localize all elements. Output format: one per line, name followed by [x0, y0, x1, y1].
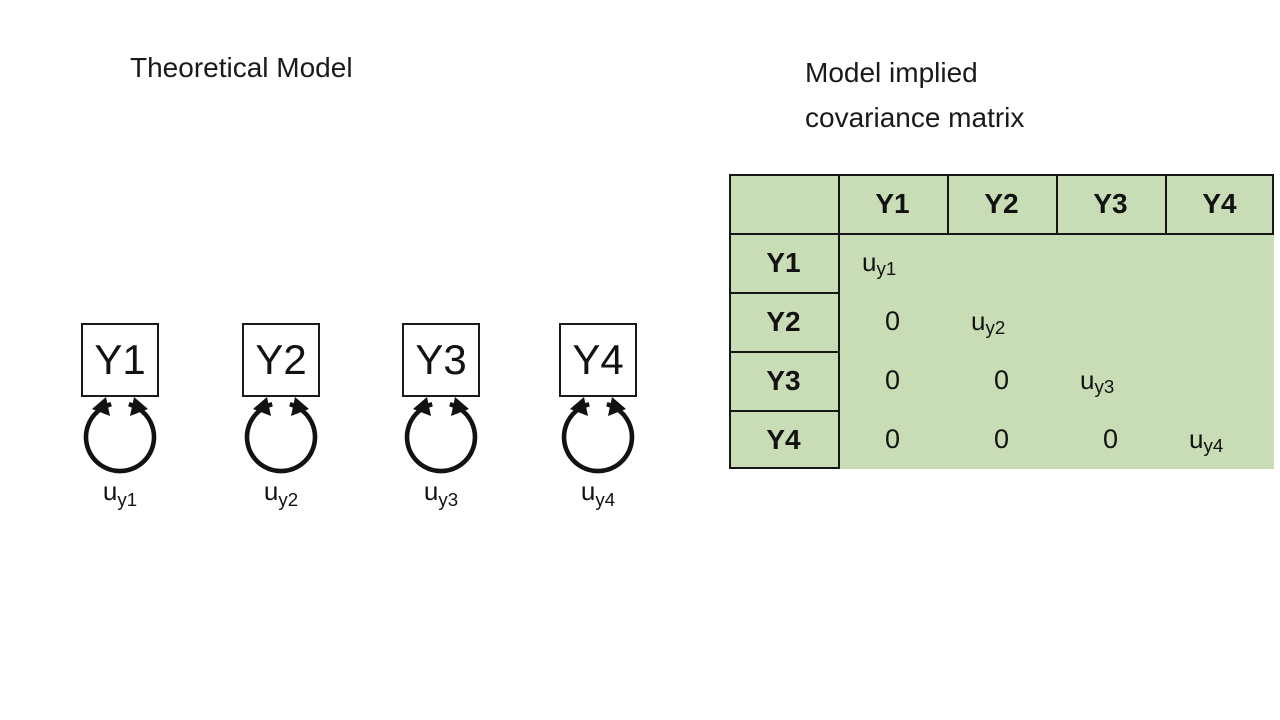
variable-label: Y1 — [94, 336, 146, 383]
variable-node-y3: Y3 uy3 — [402, 323, 480, 511]
left-section-title: Theoretical Model — [130, 52, 353, 83]
cell-subscript: y2 — [985, 316, 1006, 338]
grid-line — [1056, 174, 1058, 235]
matrix-cell-y4-y3: 0 — [1102, 424, 1119, 454]
error-term-label: uy3 — [402, 476, 480, 511]
variable-box: Y1 — [81, 323, 159, 397]
error-base: u — [263, 476, 279, 506]
grid-line — [729, 174, 731, 469]
cell-base: u — [1080, 365, 1095, 395]
error-term-label: uy1 — [81, 476, 159, 511]
error-base: u — [580, 476, 596, 506]
variable-node-y4: Y4 uy4 — [559, 323, 637, 511]
variable-label: Y4 — [572, 336, 624, 383]
variable-box: Y3 — [402, 323, 480, 397]
matrix-col-header-y1: Y1 — [875, 187, 910, 219]
grid-line — [947, 174, 949, 235]
cell-base: u — [862, 247, 877, 277]
variable-node-y2: Y2 uy2 — [242, 323, 320, 511]
error-term-label: uy2 — [242, 476, 320, 511]
cell-subscript: y4 — [1203, 434, 1224, 456]
grid-line — [729, 174, 1274, 176]
variable-box: Y2 — [242, 323, 320, 397]
variable-node-y1: Y1 uy1 — [81, 323, 159, 511]
variable-box: Y4 — [559, 323, 637, 397]
error-term-label: uy4 — [559, 476, 637, 511]
cell-subscript: y1 — [876, 257, 897, 279]
self-loop-variance-arrow-icon — [404, 397, 478, 474]
grid-line — [729, 233, 1274, 235]
self-loop-variance-arrow-icon — [83, 397, 157, 474]
error-subscript: y4 — [595, 489, 616, 511]
matrix-cell-y3-y2: 0 — [993, 365, 1010, 395]
grid-line — [729, 351, 840, 353]
grid-line — [729, 292, 840, 294]
matrix-cell-y4-y2: 0 — [993, 424, 1010, 454]
error-base: u — [102, 476, 118, 506]
right-section-title-line1: Model implied — [805, 57, 978, 88]
matrix-row-header-y2: Y2 — [766, 305, 801, 337]
right-section-title: Model implied covariance matrix — [805, 50, 1024, 140]
matrix-row-header-y4: Y4 — [766, 423, 801, 455]
matrix-cell-y4-y1: 0 — [884, 424, 901, 454]
error-subscript: y2 — [278, 489, 299, 511]
cell-base: u — [1189, 424, 1204, 454]
cell-subscript: y3 — [1094, 375, 1115, 397]
grid-line — [1272, 174, 1274, 235]
matrix-cell-y2-y1: 0 — [884, 306, 901, 336]
variable-label: Y3 — [415, 336, 467, 383]
right-section-title-line2: covariance matrix — [805, 102, 1025, 133]
matrix-col-header-y3: Y3 — [1093, 187, 1128, 219]
error-subscript: y1 — [117, 489, 138, 511]
variable-label: Y2 — [255, 336, 307, 383]
grid-line — [729, 467, 840, 469]
matrix-row-header-y3: Y3 — [766, 364, 801, 396]
self-loop-variance-arrow-icon — [244, 397, 318, 474]
grid-line — [1165, 174, 1167, 235]
matrix-col-header-y2: Y2 — [984, 187, 1019, 219]
self-loop-variance-arrow-icon — [561, 397, 635, 474]
grid-line — [838, 174, 840, 469]
matrix-cell-y3-y1: 0 — [884, 365, 901, 395]
matrix-row-header-y1: Y1 — [766, 246, 801, 278]
cell-base: u — [971, 306, 986, 336]
matrix-corner-cell — [729, 174, 838, 233]
grid-line — [729, 410, 840, 412]
error-subscript: y3 — [438, 489, 459, 511]
matrix-col-header-y4: Y4 — [1202, 187, 1237, 219]
error-base: u — [423, 476, 439, 506]
